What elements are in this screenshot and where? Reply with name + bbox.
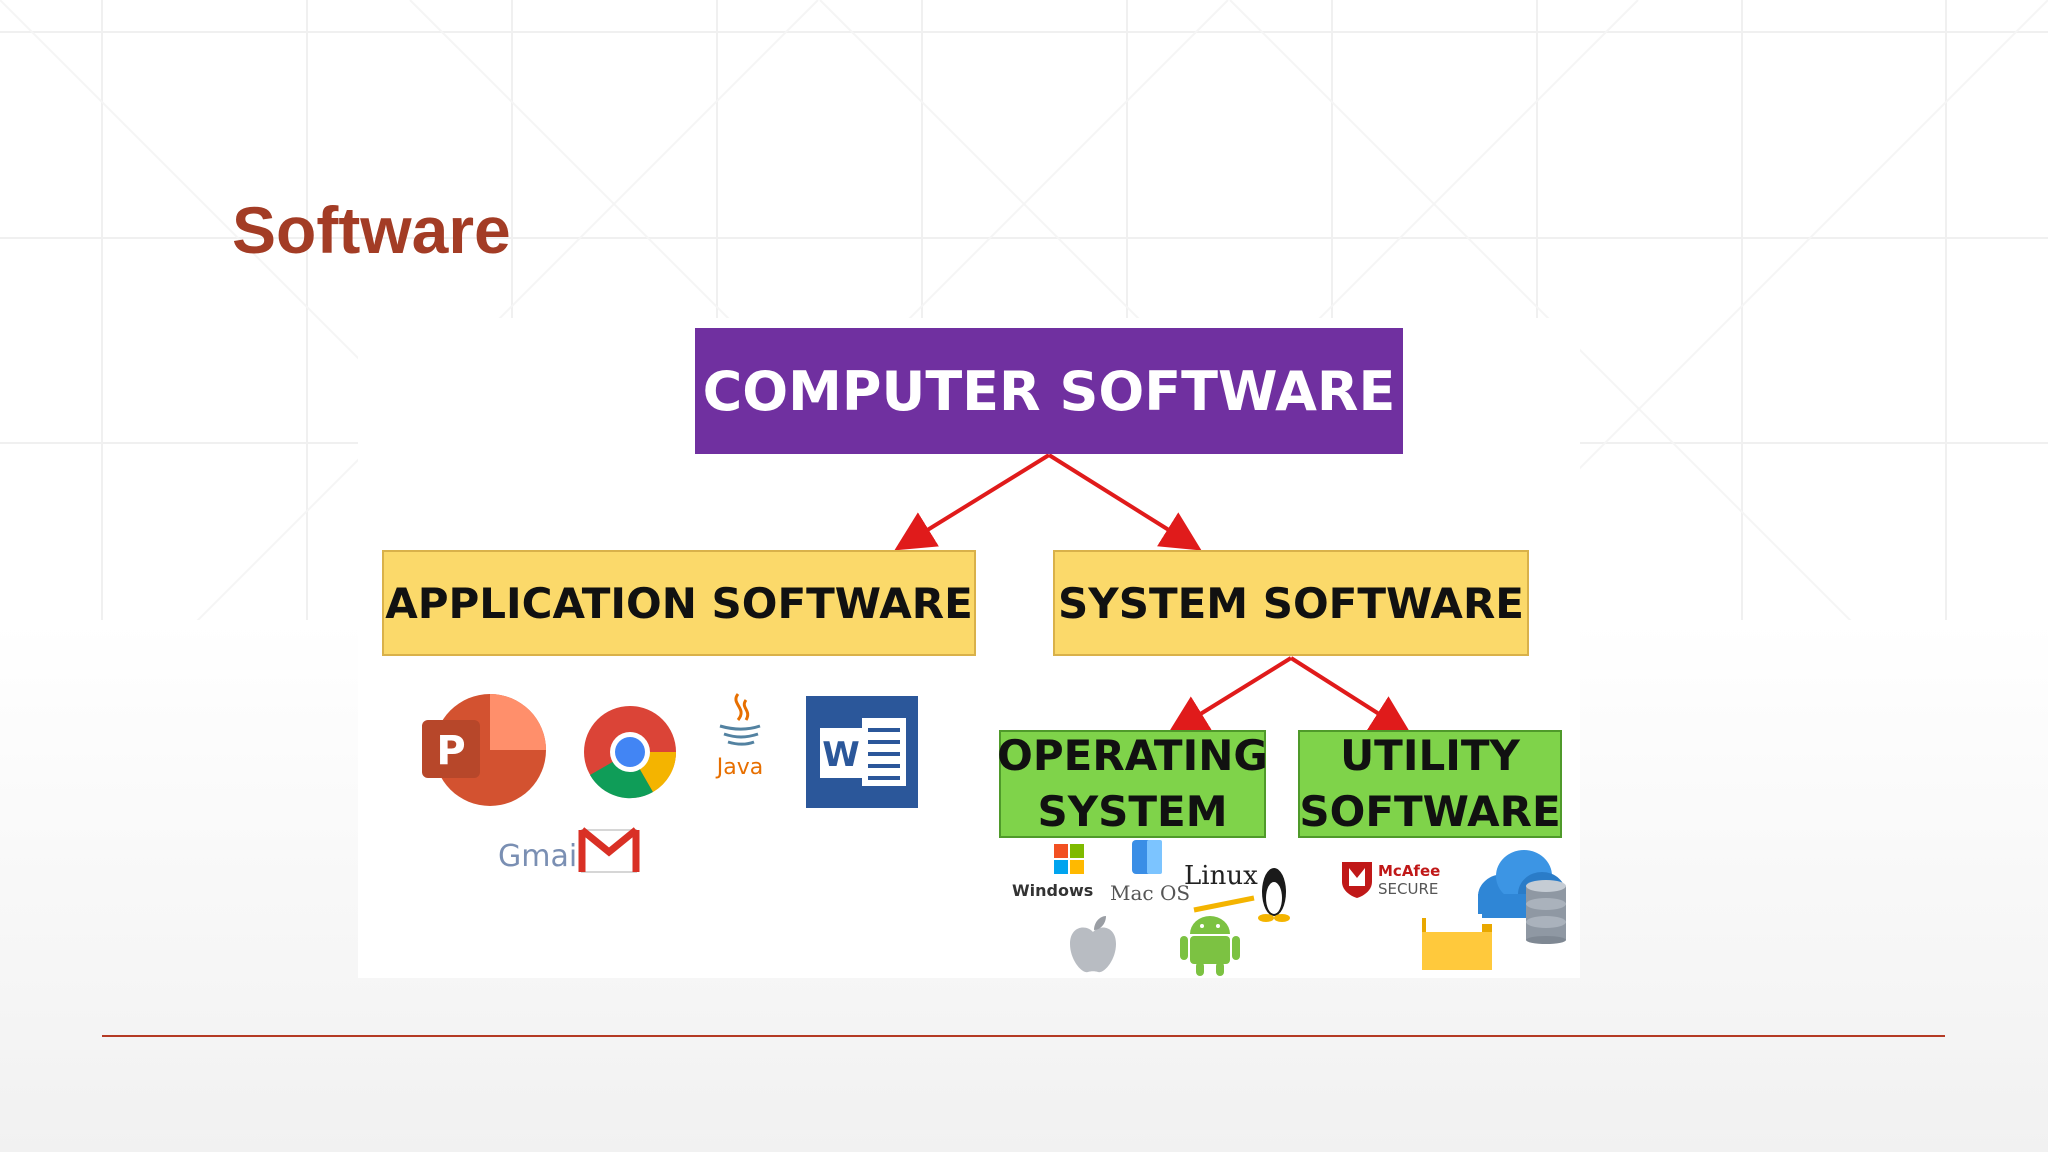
macos-icon: Mac OS — [1110, 840, 1190, 905]
android-icon — [1180, 916, 1240, 976]
computer-software-box: COMPUTER SOFTWARE — [695, 328, 1403, 454]
arrow-root-to-system — [1047, 453, 1202, 551]
computer-software-label: COMPUTER SOFTWARE — [702, 359, 1396, 423]
system-software-label: SYSTEM SOFTWARE — [1058, 578, 1524, 628]
arrow-system-to-utility — [1289, 656, 1412, 735]
svg-text:Java: Java — [715, 755, 763, 780]
operating-system-label-line1: OPERATING — [997, 731, 1268, 780]
folder-icon — [1422, 914, 1492, 970]
software-hierarchy-diagram: COMPUTER SOFTWARE APPLICATION SOFTWARE S… — [358, 318, 1580, 978]
java-icon: Java — [715, 693, 763, 780]
svg-text:SECURE: SECURE — [1378, 880, 1438, 898]
svg-text:Mac OS: Mac OS — [1110, 881, 1190, 905]
gmail-icon: Gmail — [498, 827, 640, 874]
arrow-root-to-application — [894, 453, 1051, 551]
svg-text:McAfee: McAfee — [1378, 862, 1440, 880]
system-software-box: SYSTEM SOFTWARE — [1053, 550, 1529, 656]
footer-divider — [102, 1035, 1945, 1037]
svg-text:W: W — [822, 735, 860, 775]
svg-text:Gmail: Gmail — [498, 839, 586, 874]
powerpoint-icon: P — [422, 694, 546, 806]
arrow-system-to-os — [1167, 656, 1293, 735]
linux-icon: Linux — [1184, 861, 1290, 922]
svg-text:P: P — [436, 728, 465, 774]
windows-icon: Windows — [1012, 844, 1093, 900]
mcafee-icon: McAfee SECURE — [1342, 862, 1440, 898]
connector-arrows — [894, 453, 1412, 735]
apple-icon — [1070, 916, 1116, 973]
svg-text:Windows: Windows — [1012, 881, 1093, 900]
operating-system-box: OPERATING SYSTEM — [997, 730, 1268, 838]
word-icon: W — [806, 696, 918, 808]
cloud-database-icon — [1478, 850, 1566, 944]
utility-software-label-line2: SOFTWARE — [1299, 787, 1561, 836]
application-software-label: APPLICATION SOFTWARE — [385, 578, 973, 628]
slide-title: Software — [232, 193, 511, 267]
application-software-box: APPLICATION SOFTWARE — [382, 550, 976, 656]
operating-system-label-line2: SYSTEM — [1037, 787, 1228, 836]
utility-software-box: UTILITY SOFTWARE — [1298, 730, 1562, 838]
chrome-icon — [584, 706, 677, 799]
utility-software-label-line1: UTILITY — [1340, 731, 1520, 780]
svg-text:Linux: Linux — [1184, 861, 1258, 891]
